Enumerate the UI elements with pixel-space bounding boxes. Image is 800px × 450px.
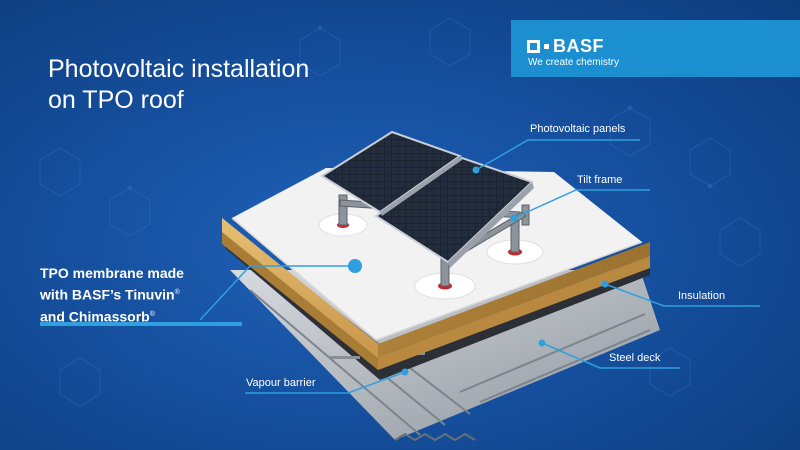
registered-mark: ® [149,310,155,318]
page-title: Photovoltaic installation on TPO roof [48,54,309,116]
label-insulation: Insulation [678,290,726,302]
leader-dots [348,166,609,376]
label-steel-deck: Steel deck [609,352,661,364]
solar-panels [320,130,534,268]
hexagon-background-pattern [39,17,761,407]
label-photovoltaic-panels: Photovoltaic panels [530,123,626,135]
leader-lines [199,139,760,394]
label-tilt-frame: Tilt frame [577,174,623,186]
callout-line-1: TPO membrane made [40,265,184,281]
callout-line-3: and Chimassorb® [40,308,155,325]
basf-logo-block: BASF We create chemistry [511,20,800,77]
brand-tagline: We create chemistry [528,57,619,68]
basf-dot-icon [544,44,549,49]
basf-logo: BASF [527,36,604,57]
title-line-1: Photovoltaic installation [48,55,310,83]
callout-line-2: with BASF’s Tinuvin® [40,286,180,303]
label-vapour-barrier: Vapour barrier [246,377,316,389]
tpo-membrane-callout: TPO membrane made with BASF’s Tinuvin® a… [40,264,184,326]
title-line-2: on TPO roof [48,86,184,114]
callout-underline [40,322,242,326]
basf-logo-text: BASF [553,36,604,56]
registered-mark: ® [174,289,180,296]
basf-square-icon [527,40,540,53]
